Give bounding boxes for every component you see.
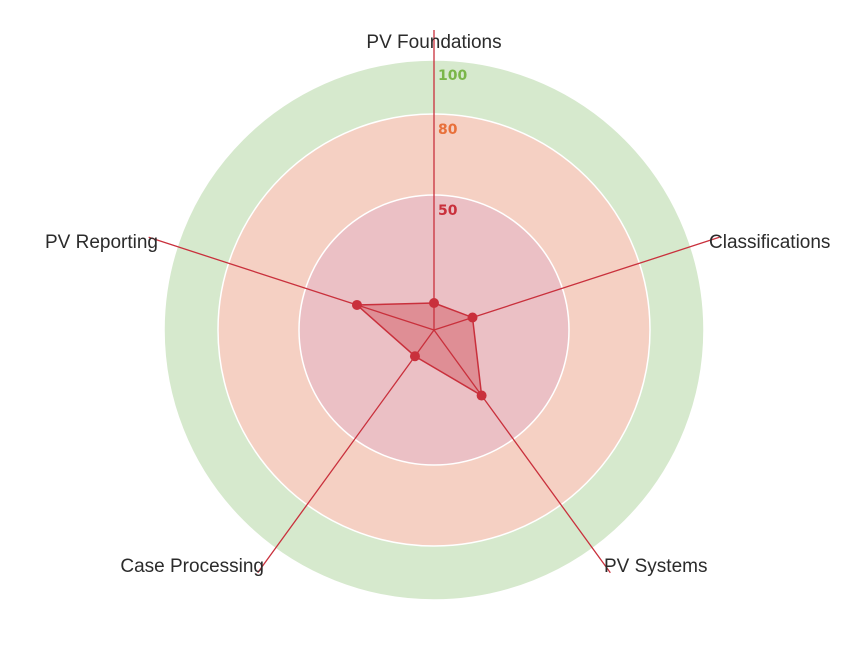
axis-label-2: PV Systems — [604, 556, 707, 577]
ring-label-100: 100 — [438, 68, 467, 84]
data-point-3 — [409, 351, 420, 362]
data-point-2 — [476, 390, 487, 401]
data-point-1 — [467, 312, 478, 323]
axis-label-1: Classifications — [709, 232, 830, 253]
ring-labels: 100 80 50 — [438, 68, 467, 219]
radar-axes — [148, 30, 720, 574]
ring-label-80: 80 — [438, 122, 458, 138]
data-point-4 — [351, 299, 362, 310]
series-area — [355, 302, 483, 397]
axis-line-4 — [148, 236, 435, 331]
axis-label-0: PV Foundations — [366, 32, 501, 53]
axis-label-3: Case Processing — [120, 556, 264, 577]
data-point-0 — [429, 298, 439, 308]
axis-line-3 — [257, 329, 435, 574]
axis-line-1 — [433, 236, 720, 331]
ring-label-50: 50 — [438, 203, 458, 219]
axis-line-2 — [433, 329, 611, 574]
radar-series — [351, 298, 487, 401]
axis-label-4: PV Reporting — [45, 232, 158, 253]
